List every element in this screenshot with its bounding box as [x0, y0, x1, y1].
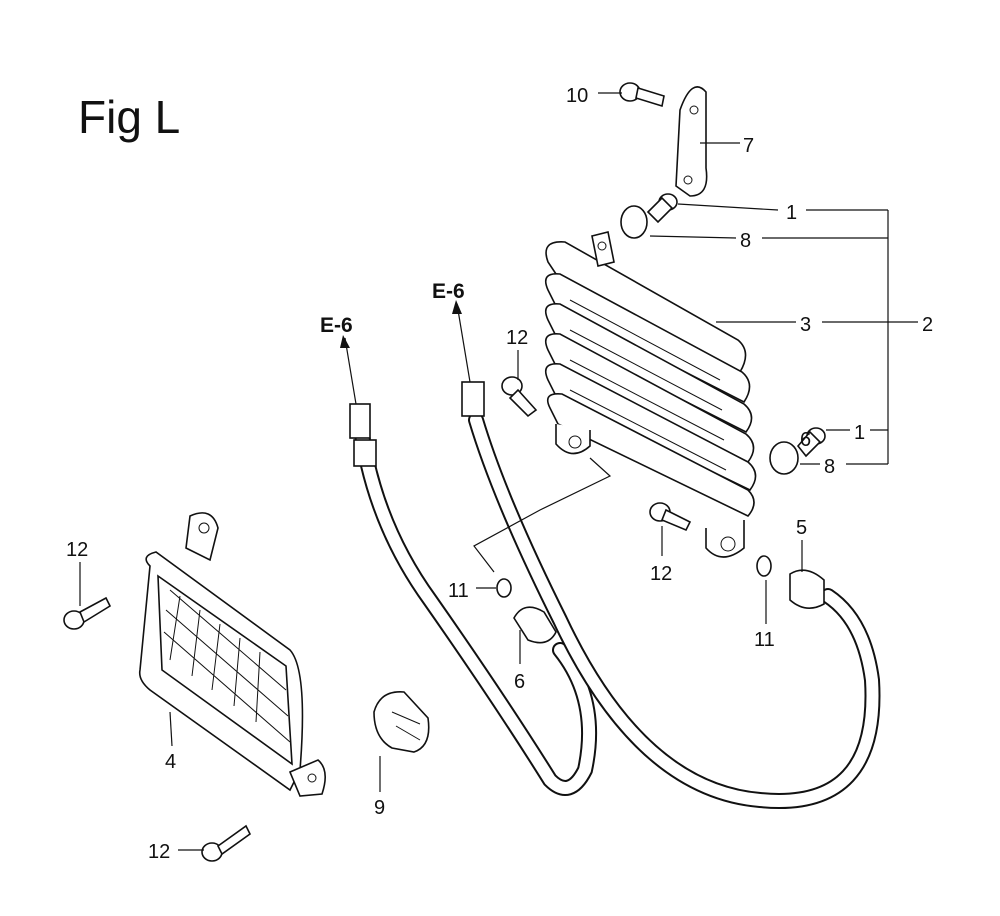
callout-12: 12 [506, 327, 528, 349]
callout-12: 12 [148, 841, 170, 863]
callout-2: 2 [922, 314, 933, 336]
reference-e6: E-6 [432, 280, 465, 303]
callout-11: 11 [448, 580, 469, 602]
callout-11: 11 [754, 629, 775, 651]
bolt [201, 824, 252, 862]
callout-7: 7 [743, 135, 754, 157]
sealing-washer [496, 578, 512, 598]
bolt [619, 82, 665, 108]
callout-12: 12 [66, 539, 88, 561]
callout-9: 9 [374, 797, 385, 819]
callout-12: 12 [650, 563, 672, 585]
callout-5: 5 [796, 517, 807, 539]
callout-10: 10 [566, 85, 588, 107]
callout-4: 4 [165, 751, 176, 773]
cooler-cover [138, 512, 326, 797]
bolt [649, 502, 692, 532]
callout-1: 1 [854, 422, 865, 444]
plug-and-nut-top [620, 193, 678, 239]
callout-8: 8 [824, 456, 835, 478]
bolt [501, 376, 538, 418]
figure-title: Fig L [78, 91, 181, 143]
callout-6: 6 [800, 429, 811, 451]
hose-clamp [373, 691, 430, 753]
reference-e6: E-6 [320, 314, 353, 337]
bolt [63, 596, 112, 630]
callout-3: 3 [800, 314, 811, 336]
bracket [675, 86, 708, 197]
callout-1: 1 [786, 202, 797, 224]
oil-cooler [544, 231, 757, 558]
sealing-washer [756, 555, 772, 577]
callout-6: 6 [514, 671, 525, 693]
callout-8: 8 [740, 230, 751, 252]
plug-and-nut-bottom [769, 427, 826, 475]
